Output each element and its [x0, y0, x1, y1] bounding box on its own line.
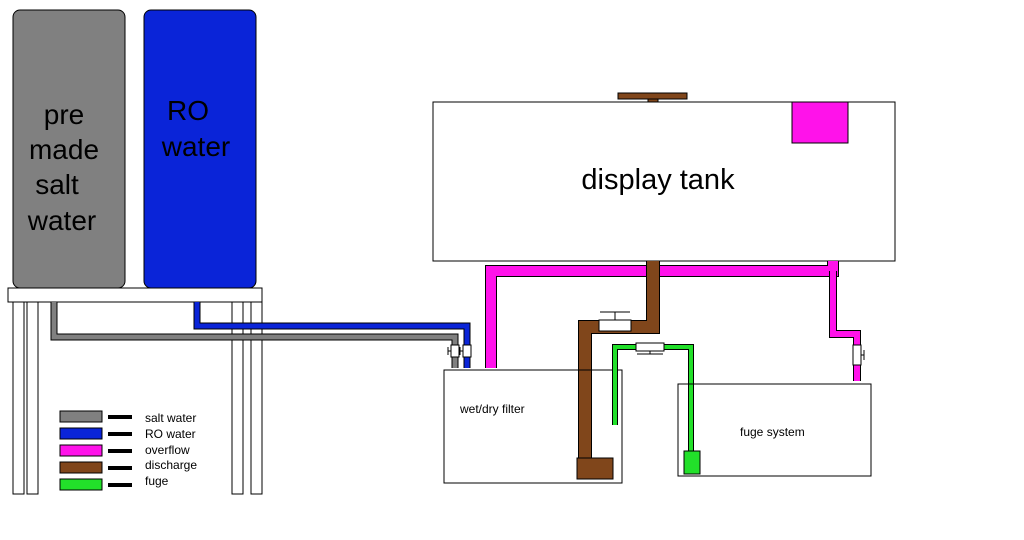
salt-water-line — [50, 302, 459, 368]
salt-water-label-line3: salt — [35, 169, 79, 200]
ro-water-valve-icon — [459, 344, 472, 358]
legend-swatch — [59, 410, 103, 423]
legend-label: salt water — [145, 411, 196, 425]
ro-water-label-line2: water — [161, 131, 230, 162]
legend-item-overflow: overflow — [59, 443, 190, 457]
stand-leg — [231, 301, 244, 495]
legend-item-ro-water: RO water — [59, 427, 196, 441]
ro-water-line — [193, 302, 471, 368]
salt-water-valve-icon — [447, 344, 460, 358]
overflow-line — [485, 261, 861, 381]
wet-dry-filter-label: wet/dry filter — [459, 402, 525, 416]
legend-label: fuge — [145, 474, 169, 488]
legend-label: RO water — [145, 427, 196, 441]
fuge-system-label: fuge system — [740, 425, 805, 439]
legend-label: overflow — [145, 443, 190, 457]
stand-leg — [26, 301, 39, 495]
legend-item-fuge: fuge — [59, 474, 169, 491]
legend-swatch — [59, 427, 103, 440]
fuge-valve-icon — [635, 342, 665, 355]
salt-water-label-line2: made — [29, 134, 99, 165]
wet-dry-filter — [443, 369, 623, 484]
legend-swatch — [59, 478, 103, 491]
legend-label: discharge — [145, 458, 197, 472]
overflow-valve-icon — [852, 344, 865, 366]
stand-leg — [12, 301, 25, 495]
legend-swatch — [59, 461, 103, 474]
stand-top — [7, 287, 263, 303]
discharge-valve-icon — [598, 311, 632, 332]
return-tee — [617, 92, 688, 103]
overflow-box — [791, 101, 849, 144]
ro-water-label-line1: RO — [167, 95, 209, 126]
legend-item-discharge: discharge — [59, 458, 197, 474]
display-tank-label: display tank — [581, 164, 735, 196]
fuge-system — [677, 383, 872, 477]
salt-water-label-line1: pre — [44, 99, 84, 130]
legend: salt water RO water overflow discharge f… — [59, 410, 197, 491]
legend-swatch — [59, 444, 103, 457]
stand-leg — [250, 301, 263, 495]
salt-water-label-line4: water — [27, 205, 96, 236]
legend-item-salt-water: salt water — [59, 410, 196, 425]
fuge-line — [612, 344, 701, 475]
